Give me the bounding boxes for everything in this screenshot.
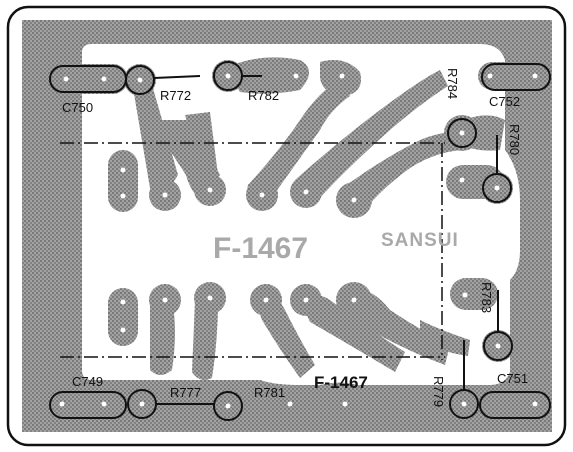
label-r783: R783 bbox=[479, 282, 494, 313]
dashdot-lines bbox=[60, 142, 445, 360]
c749-outline bbox=[49, 391, 127, 419]
c751-outline bbox=[479, 391, 551, 419]
drill-holes bbox=[59, 73, 538, 409]
brand-mark: SANSUI bbox=[381, 230, 459, 251]
copper-traces bbox=[48, 57, 550, 423]
r784-outline bbox=[447, 118, 477, 148]
r772-outline bbox=[125, 65, 155, 95]
label-r784: R784 bbox=[445, 68, 460, 99]
label-r781: R781 bbox=[254, 385, 285, 400]
label-r782: R782 bbox=[248, 88, 279, 103]
component-outlines bbox=[49, 61, 551, 421]
label-c752: C752 bbox=[489, 94, 520, 109]
label-r780: R780 bbox=[507, 124, 522, 155]
label-r777: R777 bbox=[170, 385, 201, 400]
label-r779: R779 bbox=[431, 376, 446, 407]
r781-outline bbox=[213, 391, 243, 421]
c752-outline bbox=[481, 63, 551, 91]
label-c750: C750 bbox=[62, 100, 93, 115]
board-code-small: F-1467 bbox=[314, 373, 368, 392]
label-c749: C749 bbox=[72, 374, 103, 389]
label-c751: C751 bbox=[497, 371, 528, 386]
board-code-main: F-1467 bbox=[213, 232, 308, 265]
label-r772: R772 bbox=[160, 88, 191, 103]
